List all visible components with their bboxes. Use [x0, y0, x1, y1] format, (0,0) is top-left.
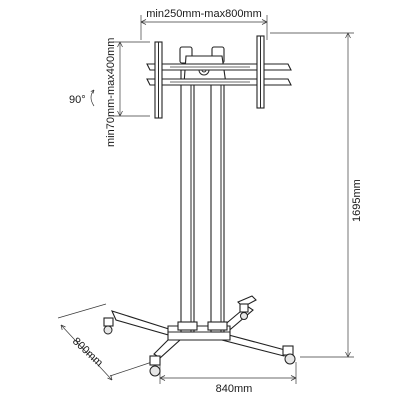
caster-back-left-icon: [103, 317, 114, 335]
vesa-bracket: [146, 35, 292, 119]
depth-label: 800mm: [70, 335, 105, 369]
casters: [103, 303, 296, 377]
caster-back-right-icon: [239, 303, 249, 320]
width-label: 840mm: [216, 383, 253, 395]
base-feet: [111, 295, 286, 359]
support-columns: [177, 69, 228, 333]
width-dimension: 840mm: [159, 362, 297, 395]
caster-front-left-icon: [149, 355, 161, 377]
tilt-label: 90°: [69, 94, 86, 106]
depth-dimension: 800mm: [57, 303, 153, 381]
caster-front-right-icon: [282, 345, 296, 365]
vesa-width-label: min250mm-max800mm: [146, 8, 262, 20]
vesa-height-dimension: min70mm-max400mm: [105, 38, 150, 147]
vesa-height-label: min70mm-max400mm: [105, 38, 117, 147]
tv-stand: [103, 35, 296, 377]
tilt-indicator: 90°: [69, 89, 95, 107]
height-dimension: 1695mm: [270, 32, 363, 358]
height-label: 1695mm: [351, 179, 363, 222]
vesa-width-dimension: min250mm-max800mm: [140, 8, 268, 40]
